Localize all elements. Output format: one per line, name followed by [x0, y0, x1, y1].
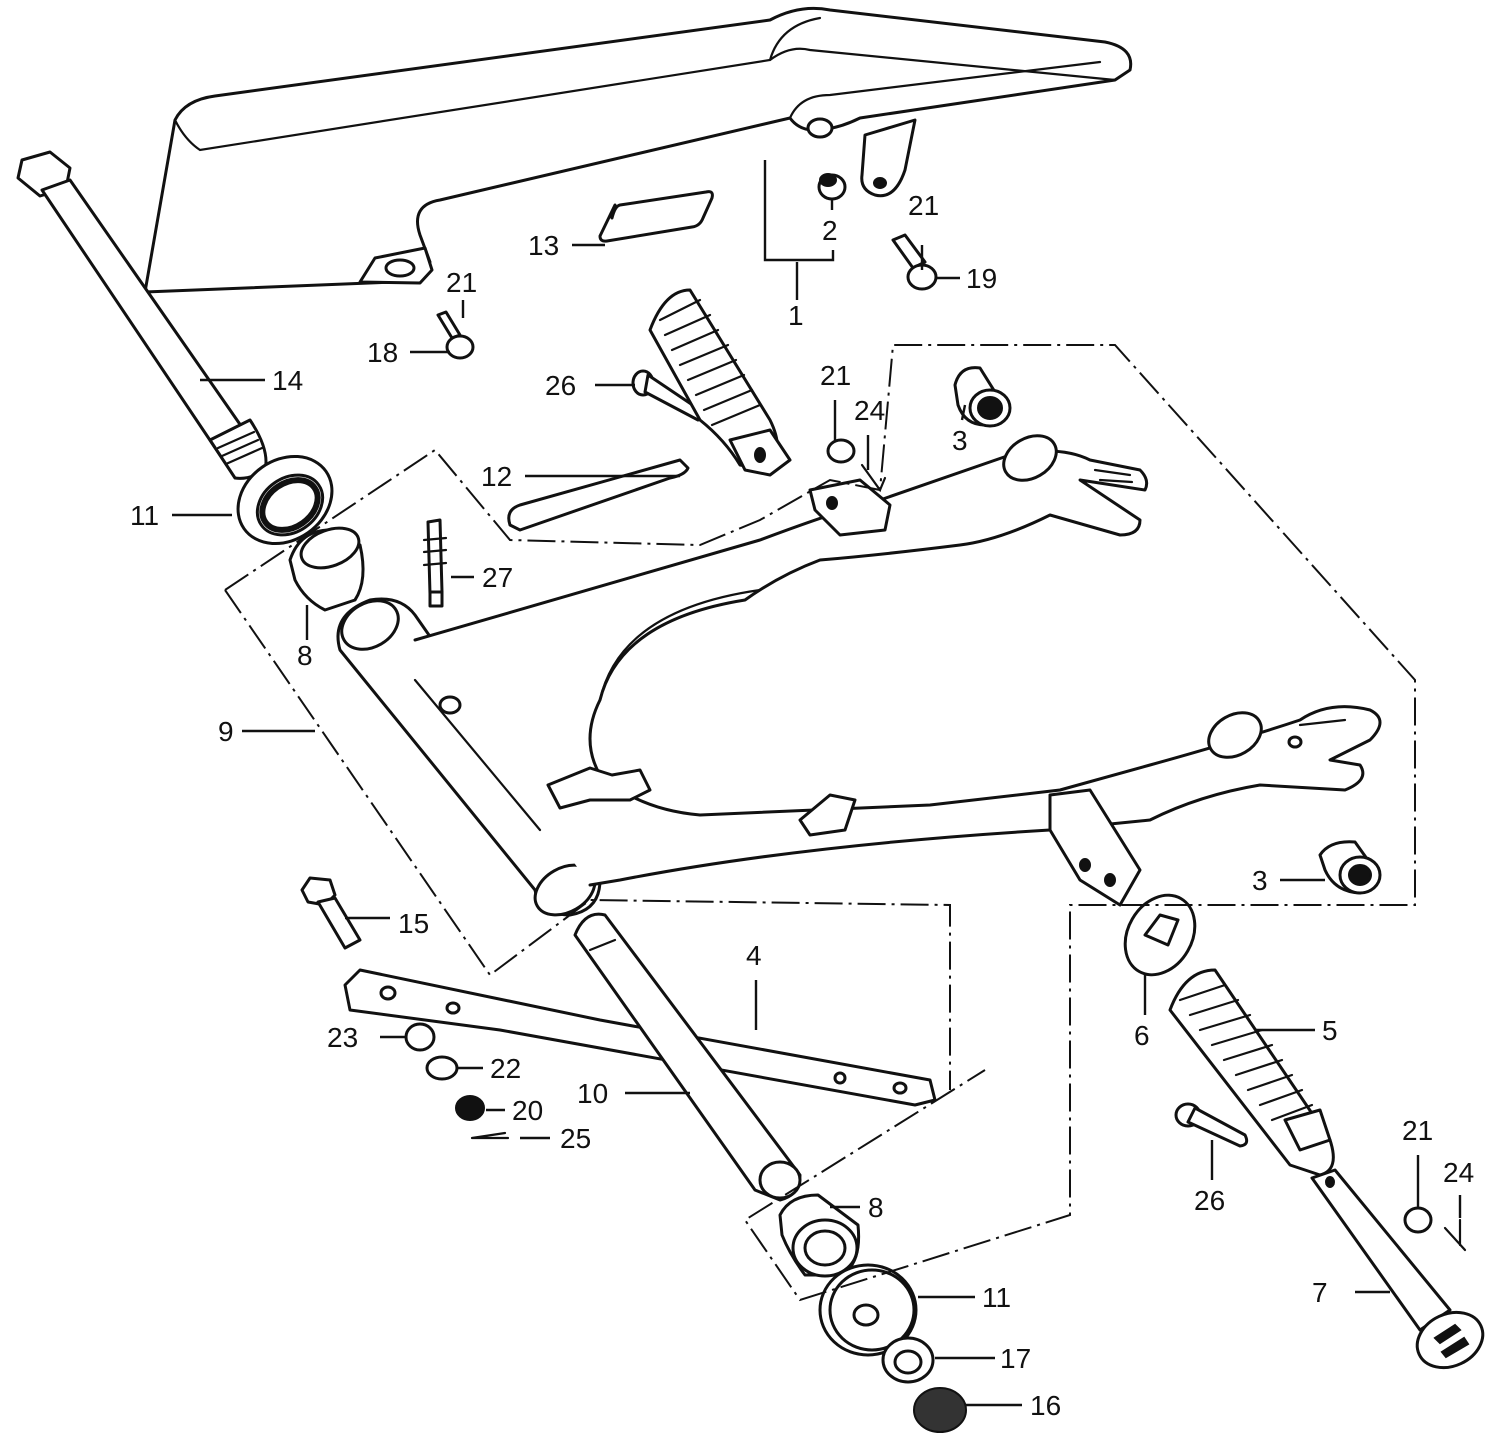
washer-22 [425, 1055, 459, 1081]
swingarm-group-boundary [224, 344, 1416, 1302]
grease-nipple [422, 518, 448, 608]
callouts: 1 2 3 3 4 5 6 7 8 8 9 10 11 11 12 13 14 … [130, 190, 1474, 1421]
callout-1: 1 [788, 300, 804, 331]
leader-lines [172, 160, 1462, 1407]
pivot-bushing-lower [778, 1193, 861, 1278]
label-plate [598, 190, 714, 243]
callout-11-lower: 11 [982, 1282, 1011, 1313]
callout-12: 12 [481, 461, 512, 492]
callout-23: 23 [327, 1022, 358, 1053]
callout-21-left: 21 [446, 267, 477, 298]
callout-15: 15 [398, 908, 429, 939]
grommet [817, 173, 847, 201]
footpeg-pin-lower [1174, 1102, 1249, 1148]
callout-14: 14 [272, 365, 303, 396]
rear-bushing-lower [1318, 840, 1382, 895]
pivot-collar [573, 912, 802, 1202]
cotter-pin-25 [470, 1131, 510, 1140]
callout-24-mid: 24 [854, 395, 885, 426]
callout-21-top: 21 [908, 190, 939, 221]
callout-19: 19 [966, 263, 997, 294]
callout-20: 20 [512, 1095, 543, 1126]
callout-9: 9 [218, 716, 234, 747]
rear-bushing-upper [953, 366, 1012, 428]
footpeg-washer [1123, 893, 1197, 977]
callout-10: 10 [577, 1078, 608, 1109]
washer-21-mid [826, 438, 856, 464]
pivot-bolt [16, 150, 268, 480]
callout-3-lower: 3 [1252, 865, 1268, 896]
callout-17: 17 [1000, 1343, 1031, 1374]
pivot-bushing-upper [288, 526, 365, 612]
footpeg-rubber-right [1168, 968, 1335, 1177]
callout-26-lower: 26 [1194, 1185, 1225, 1216]
dust-seal-cap-upper [236, 454, 334, 546]
swingarm [336, 434, 1382, 917]
nut-20 [455, 1095, 485, 1121]
bolt-15 [300, 876, 362, 950]
bolt-19 [891, 233, 938, 291]
callout-13: 13 [528, 230, 559, 261]
callout-3-upper: 3 [952, 425, 968, 456]
callout-22: 22 [490, 1053, 521, 1084]
callout-8-upper: 8 [297, 640, 313, 671]
callout-27: 27 [482, 562, 513, 593]
chain-slider [507, 458, 690, 532]
chain-case [143, 6, 1133, 294]
callout-21-mid: 21 [820, 360, 851, 391]
cotter-pin-24-lower [1443, 1218, 1467, 1252]
swingarm-group-boundary-lower [224, 589, 951, 1090]
callout-11-upper: 11 [130, 500, 159, 531]
callout-4: 4 [746, 940, 762, 971]
callout-24-lower: 24 [1443, 1157, 1474, 1188]
footpeg-bar [1310, 1168, 1485, 1370]
chain-guide-plate [343, 968, 937, 1107]
rubber-washer-23 [404, 1022, 436, 1052]
callout-16: 16 [1030, 1390, 1061, 1421]
callout-18: 18 [367, 337, 398, 368]
footpeg-rubber-upper [648, 288, 792, 477]
washer-21-lower [1403, 1206, 1433, 1234]
callout-7: 7 [1312, 1277, 1328, 1308]
callout-5: 5 [1322, 1015, 1338, 1046]
callout-25: 25 [560, 1123, 591, 1154]
callout-6: 6 [1134, 1020, 1150, 1051]
callout-2: 2 [822, 215, 838, 246]
washer-17 [881, 1336, 935, 1384]
pivot-nut [913, 1387, 967, 1433]
bolt-18 [436, 310, 475, 360]
callout-8-lower: 8 [868, 1192, 884, 1223]
callout-26-upper: 26 [545, 370, 576, 401]
callout-21-lower: 21 [1402, 1115, 1433, 1146]
dust-seal-cap-lower [818, 1263, 918, 1357]
